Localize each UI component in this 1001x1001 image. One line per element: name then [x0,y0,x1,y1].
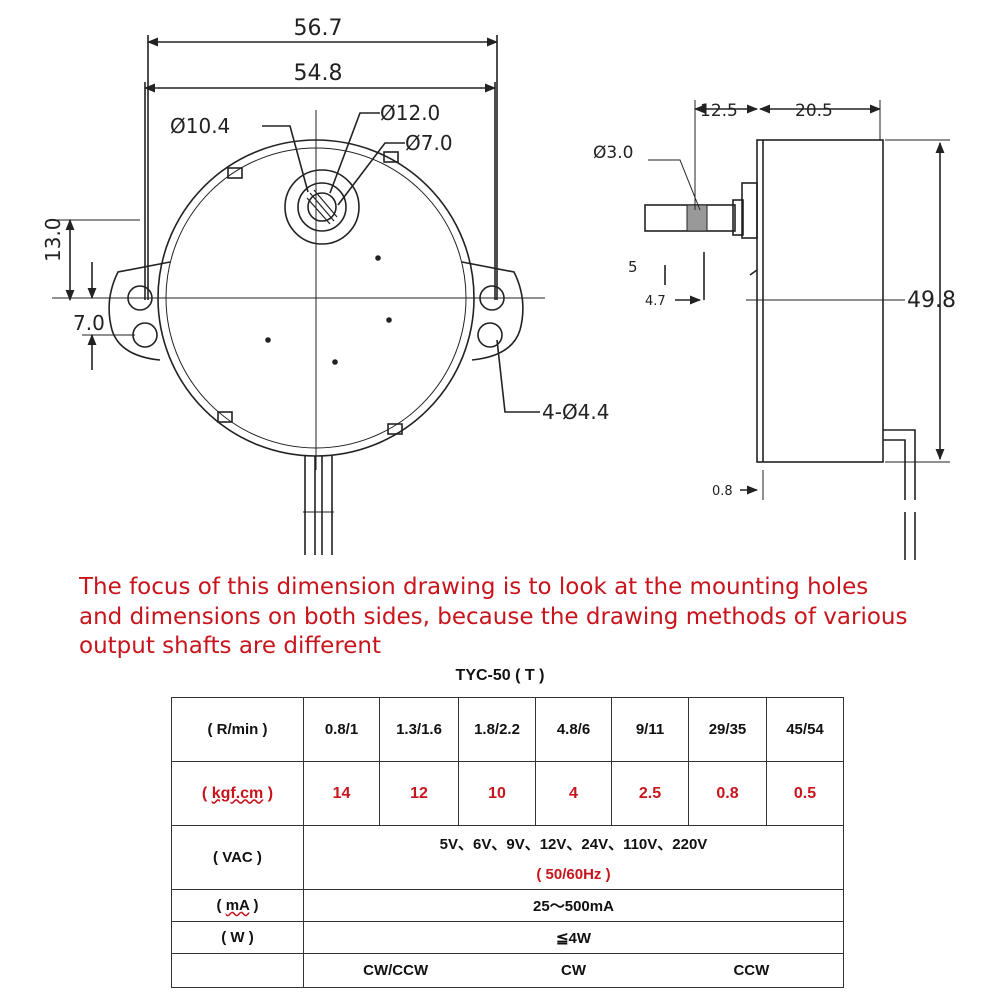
vac-frequency: ( 50/60Hz ) [536,865,611,883]
vac-label: ( VAC ) [171,825,304,890]
vac-value: 5V、6V、9V、12V、24V、110V、220V [439,835,708,853]
drawing-note: The focus of this dimension drawing is t… [79,573,979,662]
torque-label: ( kgf.cm ) [171,761,304,826]
side-view [644,100,950,560]
torque-cell: 2.5 [611,761,689,826]
table-row: ( R/min ) 0.8/1 1.3/1.6 1.8/2.2 4.8/6 9/… [171,697,844,762]
table-row: ( kgf.cm ) 14 12 10 4 2.5 0.8 0.5 [171,761,844,826]
dim-outer-dia: Ø12.0 [380,101,440,125]
rotation-option: CW/CCW [363,962,429,979]
dim-shaft-dia: Ø7.0 [405,131,453,155]
rotation-label [171,953,304,988]
note-line: output shafts are different [79,633,382,659]
note-line: and dimensions on both sides, because th… [79,603,908,630]
rotation-cell: CW/CCW CW CCW [303,953,844,988]
ma-label: ( mA ) [171,889,304,922]
rotation-option: CW [560,962,586,979]
dim-shaft-len: 12.5 [700,101,738,121]
ma-value: 25～500mA [303,889,844,922]
speed-label: ( R/min ) [171,697,304,762]
w-value: ≦4W [303,921,844,954]
torque-cell: 14 [303,761,380,826]
speed-cell: 4.8/6 [535,697,612,762]
dim-hole-span: 54.8 [294,61,343,86]
speed-cell: 1.3/1.6 [379,697,459,762]
dimension-drawing: 56.7 54.8 Ø10.4 Ø12.0 Ø7.0 13.0 7.0 4-Ø4… [41,16,956,560]
dim-boss-dia: Ø10.4 [170,114,230,138]
torque-cell: 10 [458,761,536,826]
w-label: ( W ) [171,921,304,954]
dim-shaft-offset: 4.7 [645,294,666,309]
dim-plate-thickness: 0.8 [712,484,733,499]
front-view [52,35,545,555]
dim-overall-width: 56.7 [294,16,343,41]
speed-cell: 45/54 [766,697,844,762]
dim-hole-offset: 7.0 [73,311,105,335]
speed-cell: 0.8/1 [303,697,380,762]
dim-mount-holes: 4-Ø4.4 [542,400,610,424]
torque-cell: 0.5 [766,761,844,826]
speed-cell: 9/11 [611,697,689,762]
dim-body-height: 49.8 [907,288,956,313]
table-row: CW/CCW CW CCW [171,953,844,988]
note-line: The focus of this dimension drawing is t… [79,574,869,600]
torque-cell: 0.8 [688,761,767,826]
dim-flat-len: 5 [628,258,638,276]
table-row: ( W ) ≦4W [171,921,844,954]
speed-cell: 29/35 [688,697,767,762]
dim-body-depth: 20.5 [795,101,833,121]
rotation-option: CCW [733,962,770,979]
speed-cell: 1.8/2.2 [458,697,536,762]
table-row: ( mA ) 25～500mA [171,889,844,922]
spec-table: ( R/min ) 0.8/1 1.3/1.6 1.8/2.2 4.8/6 9/… [171,697,844,988]
dim-pin-dia: Ø3.0 [593,143,633,163]
table-row: ( VAC ) 5V、6V、9V、12V、24V、110V、220V ( 50/… [171,825,844,890]
torque-cell: 4 [535,761,612,826]
torque-cell: 12 [379,761,459,826]
spec-table-title: TYC-50 ( T ) [455,667,545,684]
vac-value-cell: 5V、6V、9V、12V、24V、110V、220V ( 50/60Hz ) [303,825,844,890]
dim-height-offset: 13.0 [41,217,65,262]
